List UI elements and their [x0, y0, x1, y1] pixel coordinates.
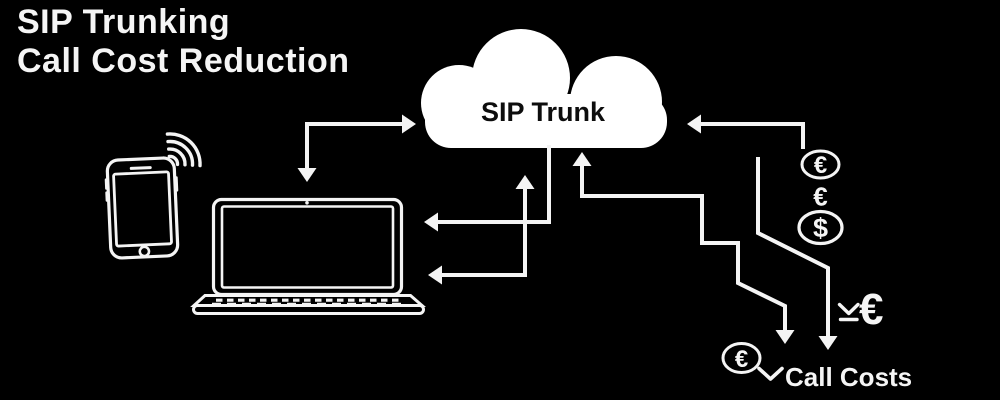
euro-coin-icon-top: € — [800, 149, 841, 180]
dollar-symbol: $ — [813, 213, 828, 243]
arrow-laptop-cloud-center — [428, 175, 535, 285]
arrow-currency-to-cloud — [687, 114, 805, 149]
call-costs-label: Call Costs — [785, 362, 913, 392]
arrow-laptop-cloud-upper — [297, 114, 416, 182]
chevron-down-icon — [757, 366, 784, 381]
title-line-2: Call Cost Reduction — [17, 42, 350, 80]
title-line-1: SIP Trunking — [17, 3, 231, 41]
euro-symbol-bottom: € — [735, 346, 748, 373]
laptop-icon — [190, 197, 427, 315]
cloud-icon — [421, 29, 667, 148]
cloud-label: SIP Trunk — [480, 97, 606, 127]
descending-arrow-currency-to-costs — [756, 157, 838, 350]
big-euro-symbol: € — [859, 285, 884, 334]
euro-coin-icon-bottom: € — [721, 342, 762, 374]
euro-symbol-plain: € — [813, 182, 827, 212]
dollar-coin-icon: $ — [797, 209, 844, 246]
decrease-icon — [837, 302, 860, 322]
staircase-arrow-cloud-to-costs — [572, 152, 795, 344]
arrow-cloud-to-laptop — [424, 145, 551, 232]
smartphone-icon — [104, 156, 180, 260]
euro-symbol-top: € — [814, 152, 827, 179]
wifi-signal-icon — [165, 132, 202, 168]
